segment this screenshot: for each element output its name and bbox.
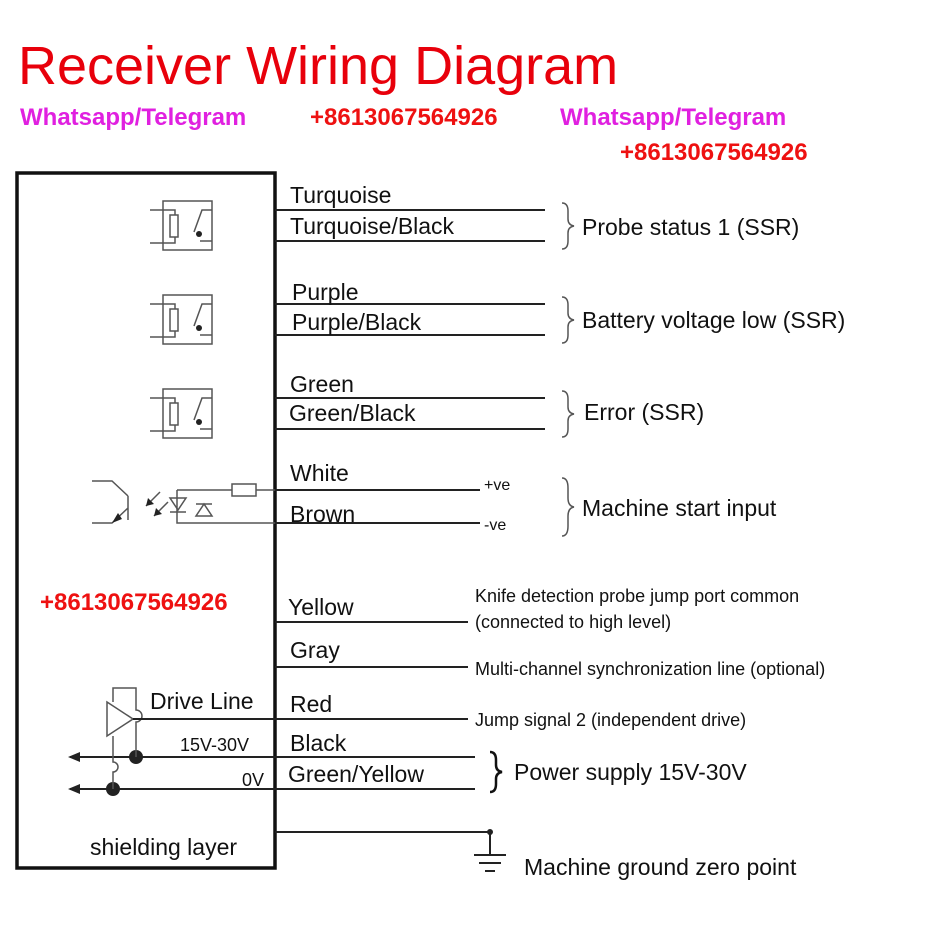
- wire-lines: [70, 489, 491, 855]
- internal-label: shielding layer: [90, 834, 237, 860]
- ssr-relay-icons: [150, 200, 213, 439]
- function-label: Knife detection probe jump port common: [475, 586, 799, 606]
- receiver-box: [15, 171, 277, 870]
- amplifier-icon: [106, 687, 275, 789]
- internal-label: Drive Line: [150, 688, 254, 714]
- wire-label: Green/Black: [289, 400, 416, 426]
- ssr-wires: [275, 209, 545, 430]
- wire-label: Brown: [290, 501, 355, 527]
- relay-icon: [150, 294, 213, 345]
- wire-label: Gray: [290, 637, 340, 663]
- function-label: (connected to high level): [475, 612, 671, 632]
- polarity-label: +ve: [484, 477, 510, 494]
- wire-label: Yellow: [288, 594, 354, 620]
- brace-icons: [489, 202, 575, 794]
- watermark-app: Whatsapp/Telegram: [560, 104, 786, 131]
- internal-label: 15V-30V: [180, 735, 249, 755]
- wire-label: Turquoise: [290, 182, 391, 208]
- wire-label: Purple: [292, 279, 358, 305]
- wire-label: Turquoise/Black: [290, 213, 455, 239]
- function-label: Machine ground zero point: [524, 854, 797, 880]
- relay-icon: [150, 200, 213, 251]
- wire-label: Green: [290, 371, 354, 397]
- wire-label: White: [290, 460, 349, 486]
- polarity-label: -ve: [484, 517, 506, 534]
- ground-icon: [474, 854, 506, 872]
- wire-label: Black: [290, 730, 347, 756]
- internal-label: 0V: [242, 770, 264, 790]
- watermark-phone: +8613067564926: [620, 139, 808, 166]
- watermark-phone: +8613067564926: [40, 589, 228, 616]
- watermark-phone: +8613067564926: [310, 104, 498, 131]
- function-label: Jump signal 2 (independent drive): [475, 710, 746, 730]
- optocoupler-icon: [92, 480, 275, 524]
- function-label: Probe status 1 (SSR): [582, 214, 799, 240]
- wire-label: Green/Yellow: [288, 761, 424, 787]
- function-label: Multi-channel synchronization line (opti…: [475, 659, 825, 679]
- junction-dot: [487, 829, 493, 835]
- function-label: Error (SSR): [584, 399, 704, 425]
- watermark-app: Whatsapp/Telegram: [20, 104, 246, 131]
- arrow-icons: [68, 752, 80, 794]
- relay-icon: [150, 388, 213, 439]
- wire-label: Red: [290, 691, 332, 717]
- wire-label: Purple/Black: [292, 309, 422, 335]
- page-title: Receiver Wiring Diagram: [18, 36, 618, 96]
- function-label: Battery voltage low (SSR): [582, 307, 845, 333]
- function-label: Power supply 15V-30V: [514, 759, 747, 785]
- function-label: Machine start input: [582, 495, 777, 521]
